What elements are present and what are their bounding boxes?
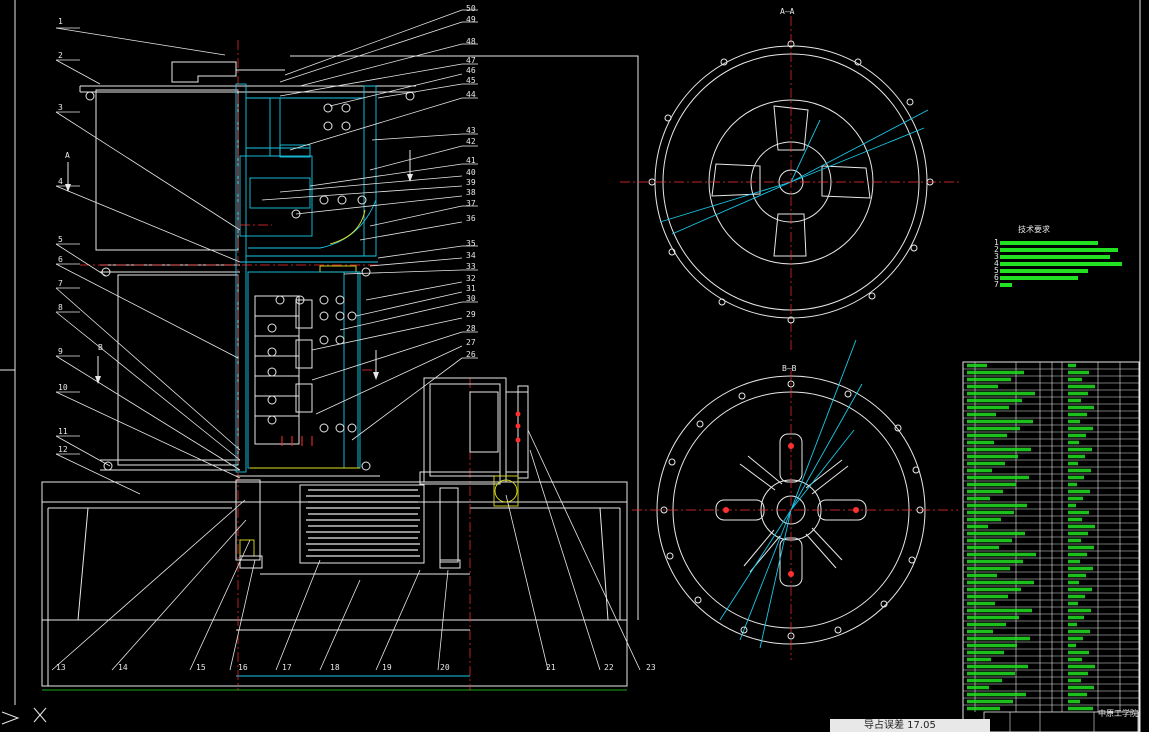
part-label: 27	[466, 338, 476, 347]
part-label: 18	[330, 663, 340, 672]
part-label: 26	[466, 350, 476, 359]
part-label: 1	[58, 17, 63, 26]
part-label: 31	[466, 284, 476, 293]
tech-number: 4	[994, 259, 999, 268]
part-label: 8	[58, 303, 63, 312]
part-label: 22	[604, 663, 614, 672]
section-marker-a: A	[65, 151, 70, 160]
part-label: 50	[466, 4, 476, 13]
part-label: 45	[466, 76, 476, 85]
part-label: 40	[466, 168, 476, 177]
part-label: 47	[466, 56, 476, 65]
part-label: 30	[466, 294, 476, 303]
part-label: 43	[466, 126, 476, 135]
part-label: 34	[466, 251, 476, 260]
part-label: 13	[56, 663, 66, 672]
part-label: 42	[466, 137, 476, 146]
tech-number: 7	[994, 280, 999, 289]
part-label: 19	[382, 663, 392, 672]
school-name: 中原工学院	[1098, 708, 1138, 718]
part-labels-right: 50 49 48 47 46 45 44 43 42 41 40 39 38 3…	[466, 4, 476, 359]
part-label: 44	[466, 90, 476, 99]
part-label: 2	[58, 51, 63, 60]
part-label: 16	[238, 663, 248, 672]
tech-number: 6	[994, 273, 999, 282]
technical-requirements: 技术要求 1 2 3 4 5 6 7	[994, 224, 1122, 289]
part-labels-bottom: 13 14 15 16 17 18 19 20 21 22 23	[56, 663, 656, 672]
part-label: 28	[466, 324, 476, 333]
section-a-title: A–A	[780, 7, 795, 16]
part-label: 37	[466, 199, 476, 208]
part-label: 4	[58, 177, 63, 186]
part-label: 10	[58, 383, 68, 392]
part-label: 5	[58, 235, 63, 244]
part-label: 14	[118, 663, 128, 672]
status-text: 导占误差 17.05	[864, 720, 936, 731]
tech-title: 技术要求	[1018, 224, 1050, 234]
part-label: 12	[58, 445, 68, 454]
part-label: 41	[466, 156, 476, 165]
part-label: 15	[196, 663, 206, 672]
part-label: 11	[58, 427, 68, 436]
part-label: 17	[282, 663, 292, 672]
ucs-icon	[1, 707, 47, 725]
part-label: 3	[58, 103, 63, 112]
part-label: 29	[466, 310, 476, 319]
tech-number: 5	[994, 266, 999, 275]
part-label: 9	[58, 347, 63, 356]
section-view-b-b: B–B	[632, 339, 958, 660]
part-label: 32	[466, 274, 476, 283]
part-label: 23	[646, 663, 656, 672]
bill-of-materials-table: 中原工学院	[962, 361, 1140, 732]
part-label: 49	[466, 15, 476, 24]
tech-number: 2	[994, 245, 999, 254]
part-label: 33	[466, 262, 476, 271]
part-number-leaders	[51, 9, 641, 671]
part-label: 39	[466, 178, 476, 187]
part-label: 48	[466, 37, 476, 46]
part-labels-left: 1 2 3 4 5 6 7 8 9 10 11 12	[58, 17, 68, 454]
tech-number: 3	[994, 252, 999, 261]
part-label: 20	[440, 663, 450, 672]
status-tooltip: 导占误差 17.05	[830, 719, 990, 732]
part-label: 35	[466, 239, 476, 248]
part-label: 36	[466, 214, 476, 223]
part-label: 38	[466, 188, 476, 197]
section-b-title: B–B	[782, 364, 797, 373]
part-label: 7	[58, 279, 63, 288]
part-label: 6	[58, 255, 63, 264]
section-view-a-a: A–A	[620, 7, 960, 350]
part-label: 46	[466, 66, 476, 75]
part-label: 21	[546, 663, 556, 672]
tech-number: 1	[994, 238, 999, 247]
main-assembly-section-view: A B	[41, 40, 639, 691]
